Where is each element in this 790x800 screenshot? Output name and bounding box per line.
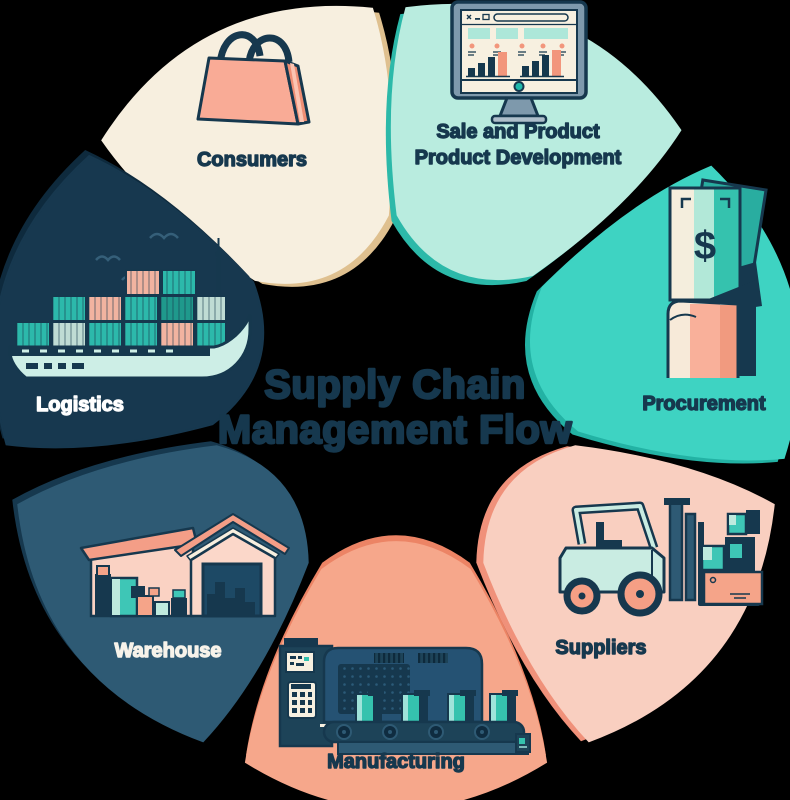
hull	[8, 314, 252, 380]
segment-label-suppliers: Suppliers	[555, 637, 646, 659]
dollar-sign: $	[694, 224, 716, 268]
diagram-title-line1: Supply Chain	[264, 363, 526, 407]
segment-label-warehouse: Warehouse	[114, 640, 221, 662]
shopping-bag-icon	[196, 31, 311, 126]
segment-label-consumers: Consumers	[197, 149, 307, 171]
segment-label-sale-line2: Product Development	[415, 147, 622, 169]
segment-label-manufacturing: Manufacturing	[327, 751, 465, 773]
warehouse-icon	[79, 513, 290, 618]
belt-products	[355, 690, 518, 723]
segment-label-logistics: Logistics	[36, 394, 124, 416]
money-icon: $	[666, 178, 768, 378]
monitor-icon	[450, 0, 588, 125]
forklift-icon	[558, 498, 764, 617]
segment-label-sale-line1: Sale and Product	[436, 121, 600, 143]
containers	[15, 269, 227, 348]
machine-icon	[278, 638, 531, 755]
segment-label-procurement: Procurement	[642, 393, 766, 415]
diagram-title-line2: Management Flow	[218, 408, 573, 452]
cargo-ship-icon	[8, 232, 252, 380]
